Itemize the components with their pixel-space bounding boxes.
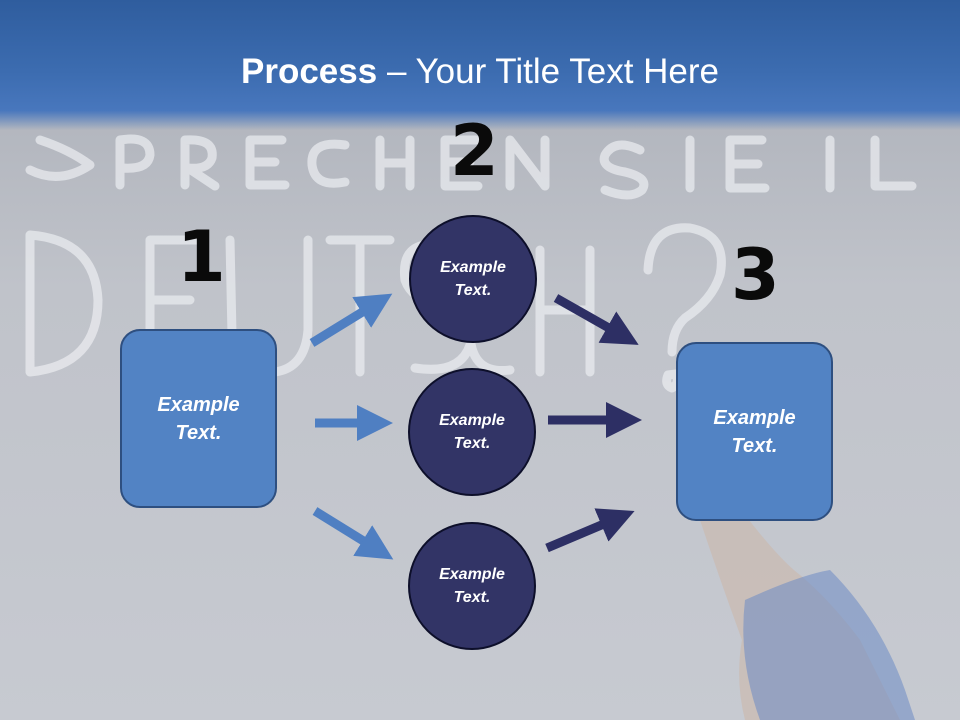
start-box-text: Example Text.	[157, 393, 240, 444]
arrow-bottom-to-end	[545, 508, 635, 553]
title-bar	[0, 0, 960, 130]
step-number-2: 2	[450, 110, 499, 192]
start-box[interactable]: Example Text.	[120, 329, 277, 508]
circle-top[interactable]: Example Text.	[409, 215, 537, 343]
step-number-1: 1	[177, 216, 226, 298]
title-rest: – Your Title Text Here	[377, 52, 719, 91]
arrow-top-to-end	[553, 294, 639, 345]
circle-middle-text: Example Text.	[439, 411, 505, 452]
end-box-text: Example Text.	[713, 406, 796, 457]
circle-middle[interactable]: Example Text.	[408, 368, 536, 496]
slide-title: Process – Your Title Text Here	[0, 52, 960, 92]
step-number-3: 3	[731, 234, 780, 316]
arrow-start-to-bottom	[312, 507, 394, 560]
circle-bottom[interactable]: Example Text.	[408, 522, 536, 650]
arrow-start-to-top	[309, 293, 393, 347]
title-bold: Process	[241, 52, 378, 91]
end-box[interactable]: Example Text.	[676, 342, 833, 521]
circle-bottom-text: Example Text.	[439, 565, 505, 606]
circle-top-text: Example Text.	[440, 258, 506, 299]
